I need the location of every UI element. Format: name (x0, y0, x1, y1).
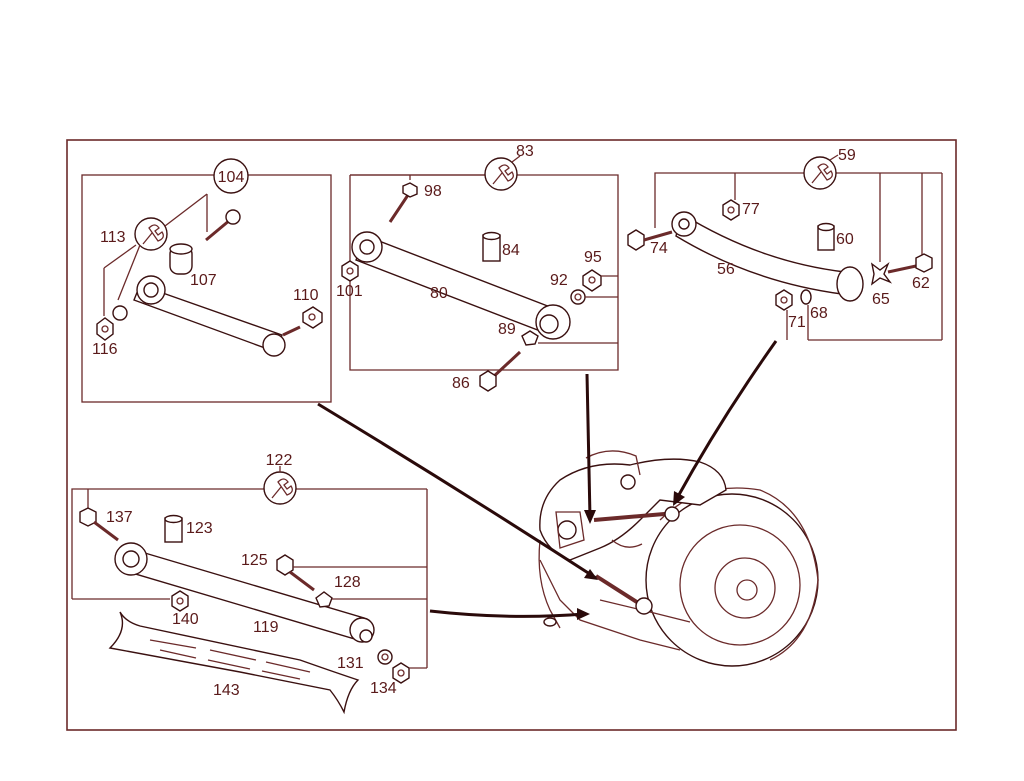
label-140: 140 (172, 611, 199, 628)
bolt-part (205, 209, 241, 242)
panel-104: 104 113 107 (81, 158, 332, 403)
callout-circle-104 (213, 158, 249, 194)
label-89: 89 (498, 321, 516, 338)
control-arm-56 (671, 211, 864, 302)
bolt-74 (627, 229, 673, 251)
label-131: 131 (337, 655, 364, 672)
rear-axle-assembly (538, 450, 819, 667)
bolt-98 (388, 182, 418, 223)
control-arm-80 (351, 231, 571, 340)
label-59: 59 (838, 147, 856, 164)
label-65: 65 (872, 291, 890, 308)
label-74: 74 (650, 240, 668, 257)
label-80: 80 (430, 285, 448, 302)
crossmember-143 (108, 611, 360, 715)
outer-frame (66, 139, 957, 731)
nut-110 (302, 306, 323, 329)
control-arm-104 (133, 275, 301, 357)
label-62: 62 (912, 275, 930, 292)
panel-122: 122 137 123 119 125 (71, 452, 428, 715)
label-123: 123 (186, 520, 213, 537)
label-110: 110 (293, 287, 319, 304)
label-104: 104 (218, 169, 245, 186)
label-98: 98 (424, 183, 442, 200)
label-113: 113 (100, 229, 126, 246)
label-60: 60 (836, 231, 854, 248)
label-86: 86 (452, 375, 470, 392)
panel-83: 83 98 84 80 101 95 (336, 143, 619, 392)
panel-59: 59 77 74 60 56 65 (627, 147, 943, 341)
label-134: 134 (370, 680, 397, 697)
bolt-62 (887, 253, 933, 274)
wrench-icon (484, 157, 518, 191)
bushing-60 (817, 222, 835, 251)
label-107: 107 (190, 272, 217, 289)
bolt-86 (479, 350, 522, 392)
bushing-107 (169, 243, 193, 275)
bushing-123 (164, 514, 183, 543)
bushing-84 (482, 231, 501, 262)
label-125: 125 (241, 552, 268, 569)
bolt-137 (79, 489, 119, 542)
bolt-125 (276, 554, 315, 592)
label-83: 83 (516, 143, 534, 160)
wrench-icon (263, 471, 297, 505)
label-84: 84 (502, 242, 520, 259)
label-122: 122 (266, 452, 293, 469)
label-56: 56 (717, 261, 735, 278)
label-128: 128 (334, 574, 361, 591)
label-137: 137 (106, 509, 133, 526)
label-116: 116 (92, 341, 118, 358)
label-143: 143 (213, 682, 240, 699)
control-arm-119 (114, 542, 375, 643)
label-77: 77 (742, 201, 760, 218)
label-119: 119 (253, 619, 279, 636)
label-68: 68 (810, 305, 828, 322)
assembly-pointer-arrows (317, 340, 778, 620)
wrench-icon (803, 156, 837, 190)
label-95: 95 (584, 249, 602, 266)
wrench-icon (134, 217, 168, 251)
label-101: 101 (336, 283, 363, 300)
label-71: 71 (788, 314, 806, 331)
label-92: 92 (550, 272, 568, 289)
